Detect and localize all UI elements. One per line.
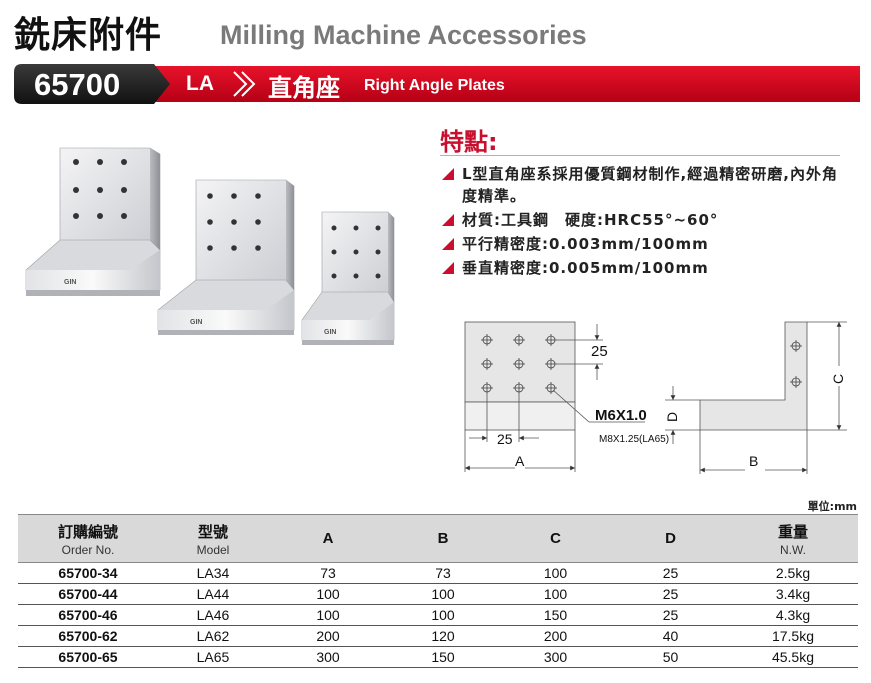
cell-b: 120 <box>388 625 498 647</box>
cell-d: 25 <box>613 604 728 626</box>
cell-model: LA34 <box>158 562 268 584</box>
feature-text: 垂直精密度:0.005mm/100mm <box>462 259 709 277</box>
dim-25-horizontal: 25 <box>497 431 513 447</box>
feature-item: 垂直精密度:0.005mm/100mm <box>440 257 850 279</box>
features-list: L型直角座系採用優質鋼材制作,經過精密研磨,內外角度精準。 材質:工具鋼 硬度:… <box>440 163 850 281</box>
feature-item: 平行精密度:0.003mm/100mm <box>440 233 850 255</box>
cell-a: 200 <box>268 625 388 647</box>
cell-a: 100 <box>268 583 388 605</box>
cell-d: 40 <box>613 625 728 647</box>
cell-b: 150 <box>388 646 498 668</box>
cell-a: 100 <box>268 604 388 626</box>
plate-small: GIN <box>301 211 395 345</box>
cell-model: LA62 <box>158 625 268 647</box>
dim-d-label: D <box>664 412 680 422</box>
cell-order-no: 65700-34 <box>18 562 158 584</box>
page-title-zh: 銑床附件 <box>14 15 163 56</box>
thread-spec: M6X1.0 <box>595 407 647 424</box>
banner-name-zh: 直角座 <box>268 74 340 102</box>
col-d: D <box>613 514 728 563</box>
cell-c: 100 <box>498 583 613 605</box>
feature-text: 材質:工具鋼 硬度:HRC55°~60° <box>462 211 719 229</box>
cell-order-no: 65700-46 <box>18 604 158 626</box>
col-c: C <box>498 514 613 563</box>
cell-c: 200 <box>498 625 613 647</box>
cell-weight: 45.5kg <box>728 646 858 668</box>
triangle-bullet-icon <box>442 262 454 274</box>
cell-model: LA44 <box>158 583 268 605</box>
dim-25-vertical: 25 <box>591 343 608 360</box>
feature-text: 平行精密度:0.003mm/100mm <box>462 235 709 253</box>
cell-weight: 3.4kg <box>728 583 858 605</box>
banner-background <box>14 64 860 104</box>
plate-medium: GIN <box>157 179 295 335</box>
triangle-bullet-icon <box>442 168 454 180</box>
dim-a-label: A <box>515 453 525 469</box>
cell-weight: 2.5kg <box>728 562 858 584</box>
product-photo: GIN GIN GIN <box>25 147 395 345</box>
page-title-en: Milling Machine Accessories <box>220 20 587 50</box>
cell-c: 300 <box>498 646 613 668</box>
cell-c: 100 <box>498 562 613 584</box>
cell-model: LA46 <box>158 604 268 626</box>
cell-c: 150 <box>498 604 613 626</box>
side-view-dimensions <box>665 321 847 474</box>
brand-logo-medium: GIN <box>190 319 202 326</box>
plate-large: GIN <box>25 147 161 296</box>
dim-b-label: B <box>749 453 758 469</box>
cell-weight: 4.3kg <box>728 604 858 626</box>
feature-item: L型直角座系採用優質鋼材制作,經過精密研磨,內外角度精準。 <box>440 163 850 207</box>
unit-label: 單位:mm <box>807 500 857 513</box>
brand-logo-small: GIN <box>324 329 336 336</box>
cell-d: 25 <box>613 562 728 584</box>
brand-logo: GIN <box>64 279 76 286</box>
cell-b: 100 <box>388 583 498 605</box>
cell-order-no: 65700-62 <box>18 625 158 647</box>
triangle-bullet-icon <box>442 238 454 250</box>
banner-series: LA <box>186 72 214 95</box>
cell-model: LA65 <box>158 646 268 668</box>
features-title: 特點: <box>440 128 498 156</box>
side-view <box>699 321 808 431</box>
dim-c-label: C <box>830 374 846 384</box>
triangle-bullet-icon <box>442 214 454 226</box>
cell-d: 25 <box>613 583 728 605</box>
cell-order-no: 65700-44 <box>18 583 158 605</box>
cell-b: 73 <box>388 562 498 584</box>
thread-spec-alt: M8X1.25(LA65) <box>599 434 669 445</box>
cell-d: 50 <box>613 646 728 668</box>
cell-order-no: 65700-65 <box>18 646 158 668</box>
cell-weight: 17.5kg <box>728 625 858 647</box>
front-view <box>464 321 645 472</box>
technical-drawing: 25 25 A M6X1.0 M8X1.25(LA65) D C B <box>464 321 847 474</box>
features-divider <box>440 155 840 156</box>
product-banner: 65700 LA 直角座 Right Angle Plates <box>14 64 860 104</box>
cell-b: 100 <box>388 604 498 626</box>
banner-name-en: Right Angle Plates <box>364 77 505 94</box>
cell-a: 300 <box>268 646 388 668</box>
col-a: A <box>268 514 388 563</box>
banner-code: 65700 <box>34 67 121 102</box>
feature-text: L型直角座系採用優質鋼材制作,經過精密研磨,內外角度精準。 <box>462 165 838 205</box>
cell-a: 73 <box>268 562 388 584</box>
feature-item: 材質:工具鋼 硬度:HRC55°~60° <box>440 209 850 231</box>
col-b: B <box>388 514 498 563</box>
